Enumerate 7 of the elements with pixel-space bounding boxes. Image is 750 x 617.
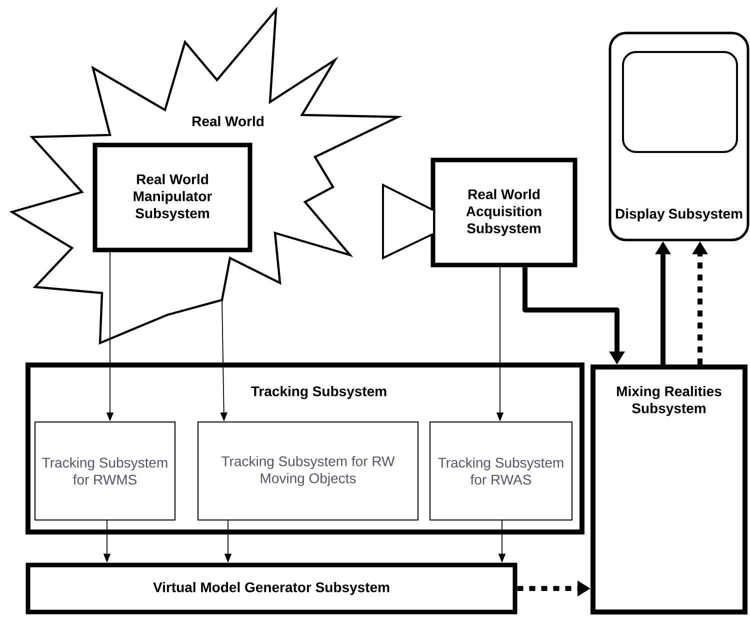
- process-box: Tracking Subsystem for RW Moving Objects: [198, 422, 418, 520]
- process-box: Tracking Subsystem for RWMS: [34, 422, 176, 520]
- subsystem-box: Mixing Realities Subsystem: [590, 364, 748, 614]
- subsystem-box: Real World Manipulator Subsystem: [92, 142, 252, 252]
- process-box: Tracking Subsystem for RWAS: [430, 422, 572, 520]
- subsystem-box: Virtual Model Generator Subsystem: [26, 562, 518, 614]
- monitor-box: Display Subsystem: [608, 32, 750, 242]
